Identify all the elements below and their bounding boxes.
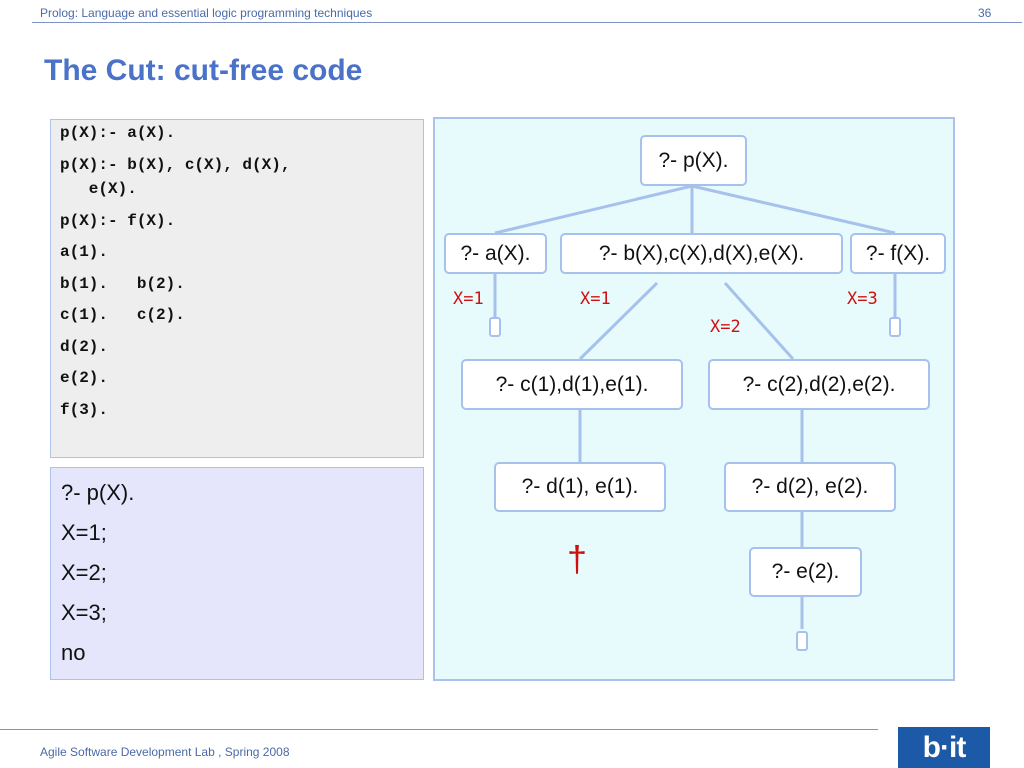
logo-it: it	[949, 730, 966, 764]
program-code-box: p(X):- a(X). p(X):- b(X), c(X), d(X), e(…	[50, 119, 424, 458]
code-line: e(X).	[60, 180, 137, 198]
code-line: p(X):- b(X), c(X), d(X),	[60, 156, 291, 174]
code-line: c(1). c(2).	[60, 306, 185, 324]
edge-root-a	[494, 184, 693, 235]
code-line: d(2).	[60, 338, 109, 356]
page-number: 36	[978, 6, 992, 20]
search-tree-panel: ?- p(X). ?- a(X). ?- b(X),c(X),d(X),e(X)…	[433, 117, 955, 681]
tree-edges	[493, 184, 897, 629]
tree-node-a: ?- a(X).	[444, 233, 547, 274]
tree-node-d2: ?- d(2), e(2).	[724, 462, 896, 512]
tree-node-e2: ?- e(2).	[749, 547, 862, 597]
edge-bcde-c2	[723, 281, 795, 361]
code-line: a(1).	[60, 243, 109, 261]
answer-line: X=1;	[61, 520, 107, 545]
success-leaf-icon	[796, 631, 808, 651]
bit-logo: b·it	[898, 727, 990, 768]
course-title: Prolog: Language and essential logic pro…	[40, 6, 373, 20]
substitution-label: X=3	[847, 289, 878, 309]
edge-bcde-c1	[578, 281, 659, 361]
tree-node-f: ?- f(X).	[850, 233, 946, 274]
tree-node-c2: ?- c(2),d(2),e(2).	[708, 359, 930, 410]
tree-node-root: ?- p(X).	[640, 135, 747, 186]
substitution-label: X=2	[710, 317, 741, 337]
edge-root-f	[691, 184, 896, 235]
slide-title: The Cut: cut-free code	[44, 54, 363, 87]
query-session-box: ?- p(X). X=1; X=2; X=3; no	[50, 467, 424, 680]
answer-line: no	[61, 640, 86, 665]
substitution-label: X=1	[580, 289, 611, 309]
footer-text: Agile Software Development Lab , Spring …	[40, 745, 290, 759]
logo-b: b	[922, 730, 941, 764]
code-line: b(1). b(2).	[60, 275, 185, 293]
code-line: p(X):- a(X).	[60, 124, 176, 142]
answer-line: X=2;	[61, 560, 107, 585]
substitution-label: X=1	[453, 289, 484, 309]
answer-line: X=3;	[61, 600, 107, 625]
code-line: e(2).	[60, 369, 109, 387]
failure-dagger-icon: †	[567, 538, 588, 579]
tree-node-c1: ?- c(1),d(1),e(1).	[461, 359, 683, 410]
tree-node-bcde: ?- b(X),c(X),d(X),e(X).	[560, 233, 843, 274]
success-leaf-icon	[889, 317, 901, 337]
code-line: f(3).	[60, 401, 109, 419]
footer-divider	[0, 729, 878, 730]
success-leaf-icon	[489, 317, 501, 337]
tree-node-d1: ?- d(1), e(1).	[494, 462, 666, 512]
code-line: p(X):- f(X).	[60, 212, 176, 230]
logo-dot: ·	[940, 730, 950, 764]
query-line: ?- p(X).	[61, 480, 135, 505]
header-divider	[32, 22, 1022, 23]
